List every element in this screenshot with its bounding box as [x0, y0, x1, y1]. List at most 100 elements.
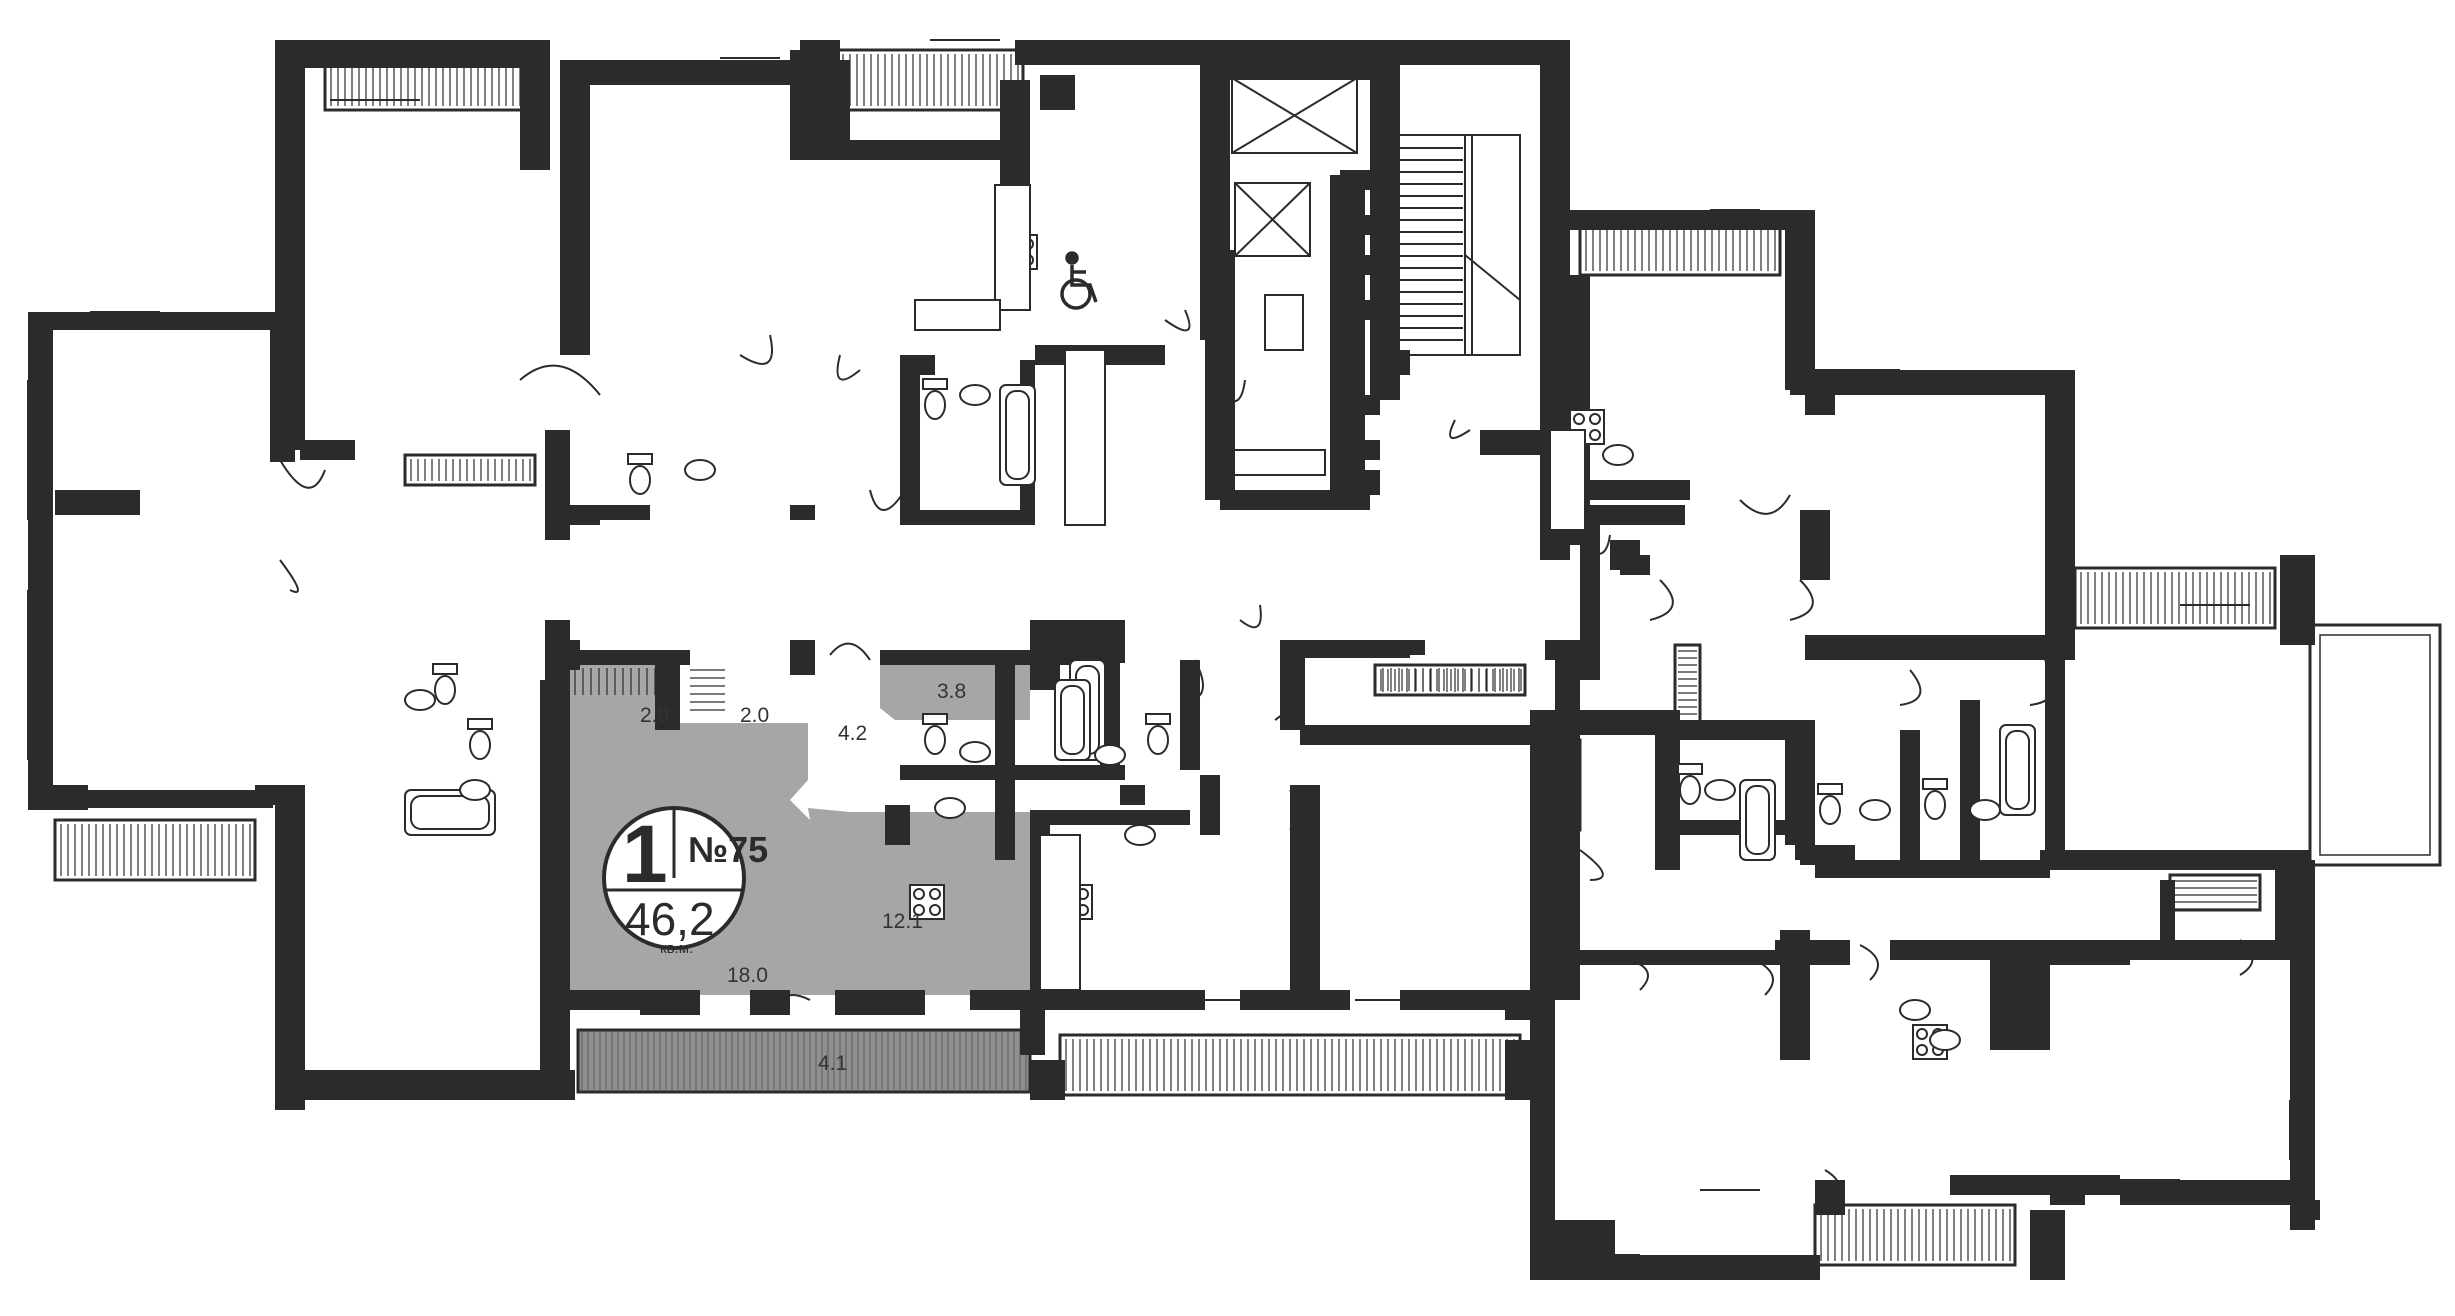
toilet-icon: [1147, 725, 1169, 755]
wall: [2040, 850, 2310, 870]
door-swing: [829, 642, 871, 661]
bathtub-icon: [1745, 785, 1770, 855]
wall: [790, 640, 815, 675]
area-loggia: 4.1: [818, 1052, 847, 1075]
loggia-75: [576, 1028, 1032, 1094]
wall: [2030, 1210, 2065, 1280]
toilet-icon: [1145, 713, 1171, 725]
wall: [1280, 640, 1410, 658]
wall: [1805, 370, 2065, 395]
door-swing: [1824, 1169, 1840, 1201]
wall: [1950, 1175, 2120, 1195]
wall: [1815, 860, 2050, 878]
wall: [275, 1085, 305, 1110]
wall: [28, 790, 273, 808]
wall: [815, 60, 850, 140]
sink-icon: [1094, 744, 1126, 766]
door-swing: [739, 334, 773, 365]
sink-icon: [934, 797, 966, 819]
wall: [1120, 785, 1145, 805]
wall: [1040, 75, 1075, 110]
sink-icon: [1929, 1029, 1961, 1051]
toilet-icon: [629, 465, 651, 495]
toilet-icon: [922, 713, 948, 725]
stove-icon: [913, 888, 925, 900]
wall: [1340, 255, 1380, 275]
wall: [790, 505, 815, 520]
door-swing: [2239, 939, 2254, 976]
wall: [570, 505, 600, 525]
wall: [1340, 170, 1380, 190]
wall: [1890, 940, 2000, 960]
bathtub-icon: [2005, 730, 2030, 810]
wall: [1335, 470, 1380, 495]
door-swing: [1274, 679, 1296, 721]
wall: [1030, 810, 1190, 825]
wall: [1200, 775, 1220, 835]
wall: [28, 312, 53, 802]
wall: [2120, 1180, 2315, 1205]
wall: [1380, 350, 1410, 375]
wall: [1040, 645, 1125, 663]
wall: [1300, 725, 1535, 745]
wall: [1785, 210, 1815, 390]
wall: [640, 990, 700, 1015]
sink-icon: [1704, 779, 1736, 801]
toilet-icon: [1679, 775, 1701, 805]
door-swing: [869, 489, 906, 511]
wall: [970, 990, 1055, 1010]
door-swing: [1629, 959, 1649, 991]
wall: [2280, 555, 2315, 645]
wall: [270, 312, 295, 462]
toilet-icon: [627, 453, 653, 465]
wall: [540, 680, 570, 1100]
toilet-icon: [1922, 778, 1948, 790]
stairs-icon: [1394, 134, 1521, 356]
door-swing: [1214, 379, 1246, 403]
wall: [590, 505, 650, 520]
stove-icon: [1589, 429, 1601, 441]
wall: [1800, 720, 1815, 865]
door-swing: [836, 354, 861, 381]
wall: [1680, 720, 1810, 740]
area-hall: 4.2: [838, 722, 867, 745]
door-swing: [279, 459, 326, 489]
door-swing: [1449, 419, 1471, 439]
door-swing: [519, 364, 601, 396]
area-living: 18.0: [727, 964, 768, 987]
bathtub-icon: [410, 795, 490, 830]
wall: [800, 140, 1000, 160]
toilet-icon: [1677, 763, 1703, 775]
door-swing: [1184, 659, 1204, 701]
apartment-badge[interactable]: 1 №75 46,2 кв.м.: [602, 806, 768, 957]
wall: [2290, 1080, 2315, 1210]
wall: [1335, 440, 1380, 460]
doors: [27, 39, 2291, 1256]
wall: [1050, 990, 1205, 1010]
wall: [1030, 1060, 1065, 1100]
wall: [885, 805, 910, 845]
door-swing: [1739, 494, 1791, 515]
door-swing: [589, 994, 621, 1001]
wall: [1570, 210, 1805, 230]
wall: [1205, 250, 1235, 500]
apartment-number: №75: [688, 829, 768, 870]
wall: [1400, 990, 1520, 1010]
wall: [1900, 730, 1920, 860]
wall: [900, 355, 920, 520]
wall: [1290, 785, 1320, 1000]
sink-icon: [1859, 799, 1891, 821]
stove-icon: [1573, 413, 1585, 425]
area-storage-a: 2.0: [640, 704, 669, 727]
rooms-count: 1: [622, 809, 668, 900]
toilet-icon: [924, 390, 946, 420]
wall: [1555, 640, 1580, 1000]
wall: [560, 60, 805, 85]
wall: [275, 40, 530, 68]
wall: [1960, 700, 1980, 870]
wall: [545, 430, 570, 540]
wall: [1480, 430, 1540, 455]
toilet-icon: [467, 718, 493, 730]
wall: [1805, 635, 2075, 660]
door-swing: [279, 559, 299, 593]
